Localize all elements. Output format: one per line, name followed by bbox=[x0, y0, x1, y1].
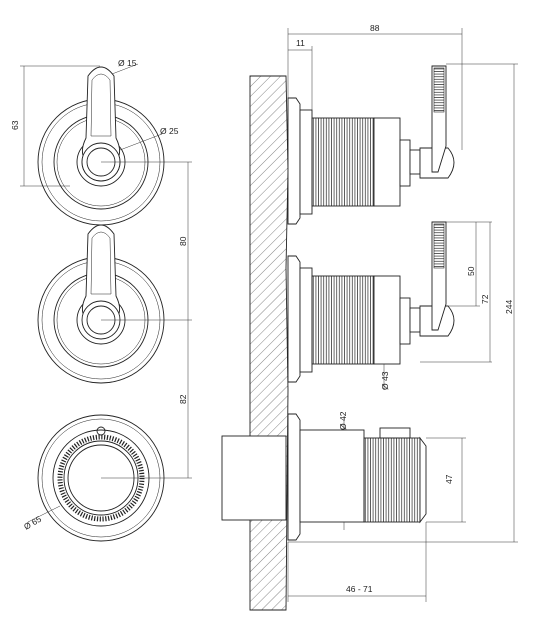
dim-46-71-label: 46 - 71 bbox=[346, 584, 373, 594]
dim-47: 47 bbox=[426, 437, 466, 523]
dim-d43-label: Ø 43 bbox=[380, 371, 390, 390]
dim-d65-label: Ø 65 bbox=[22, 514, 43, 532]
dim-244-label: 244 bbox=[504, 300, 514, 314]
dim-47-label: 47 bbox=[444, 474, 454, 484]
dim-88-label: 88 bbox=[370, 23, 380, 33]
dim-d15-label: Ø 15 bbox=[118, 58, 137, 68]
side-view: 88 11 50 72 244 47 bbox=[221, 23, 518, 611]
dim-63-label: 63 bbox=[10, 120, 20, 130]
dim-88-11: 88 11 bbox=[287, 23, 463, 150]
dim-d42-label: Ø 42 bbox=[338, 411, 348, 430]
side-diverter bbox=[287, 413, 427, 541]
dim-82-label: 82 bbox=[178, 394, 188, 404]
dim-vertical-right: 50 72 244 bbox=[288, 63, 518, 543]
dim-80-label: 80 bbox=[178, 236, 188, 246]
wall-section bbox=[221, 75, 289, 611]
front-middle-mixer bbox=[37, 224, 165, 384]
side-top-mixer bbox=[287, 65, 455, 225]
dim-63: 63 bbox=[10, 65, 100, 187]
dim-11-label: 11 bbox=[296, 38, 305, 48]
side-middle-mixer bbox=[287, 221, 455, 383]
front-top-mixer bbox=[37, 66, 165, 226]
front-view: 63 80 82 Ø 15 Ø 25 Ø 65 bbox=[10, 58, 192, 542]
dim-50-label: 50 bbox=[466, 266, 476, 276]
dim-46-71: 46 - 71 bbox=[287, 522, 427, 602]
dim-72-label: 72 bbox=[480, 294, 490, 304]
box-body bbox=[221, 435, 287, 521]
dim-d25-label: Ø 25 bbox=[160, 126, 179, 136]
dim-80-82: 80 82 bbox=[101, 161, 192, 479]
